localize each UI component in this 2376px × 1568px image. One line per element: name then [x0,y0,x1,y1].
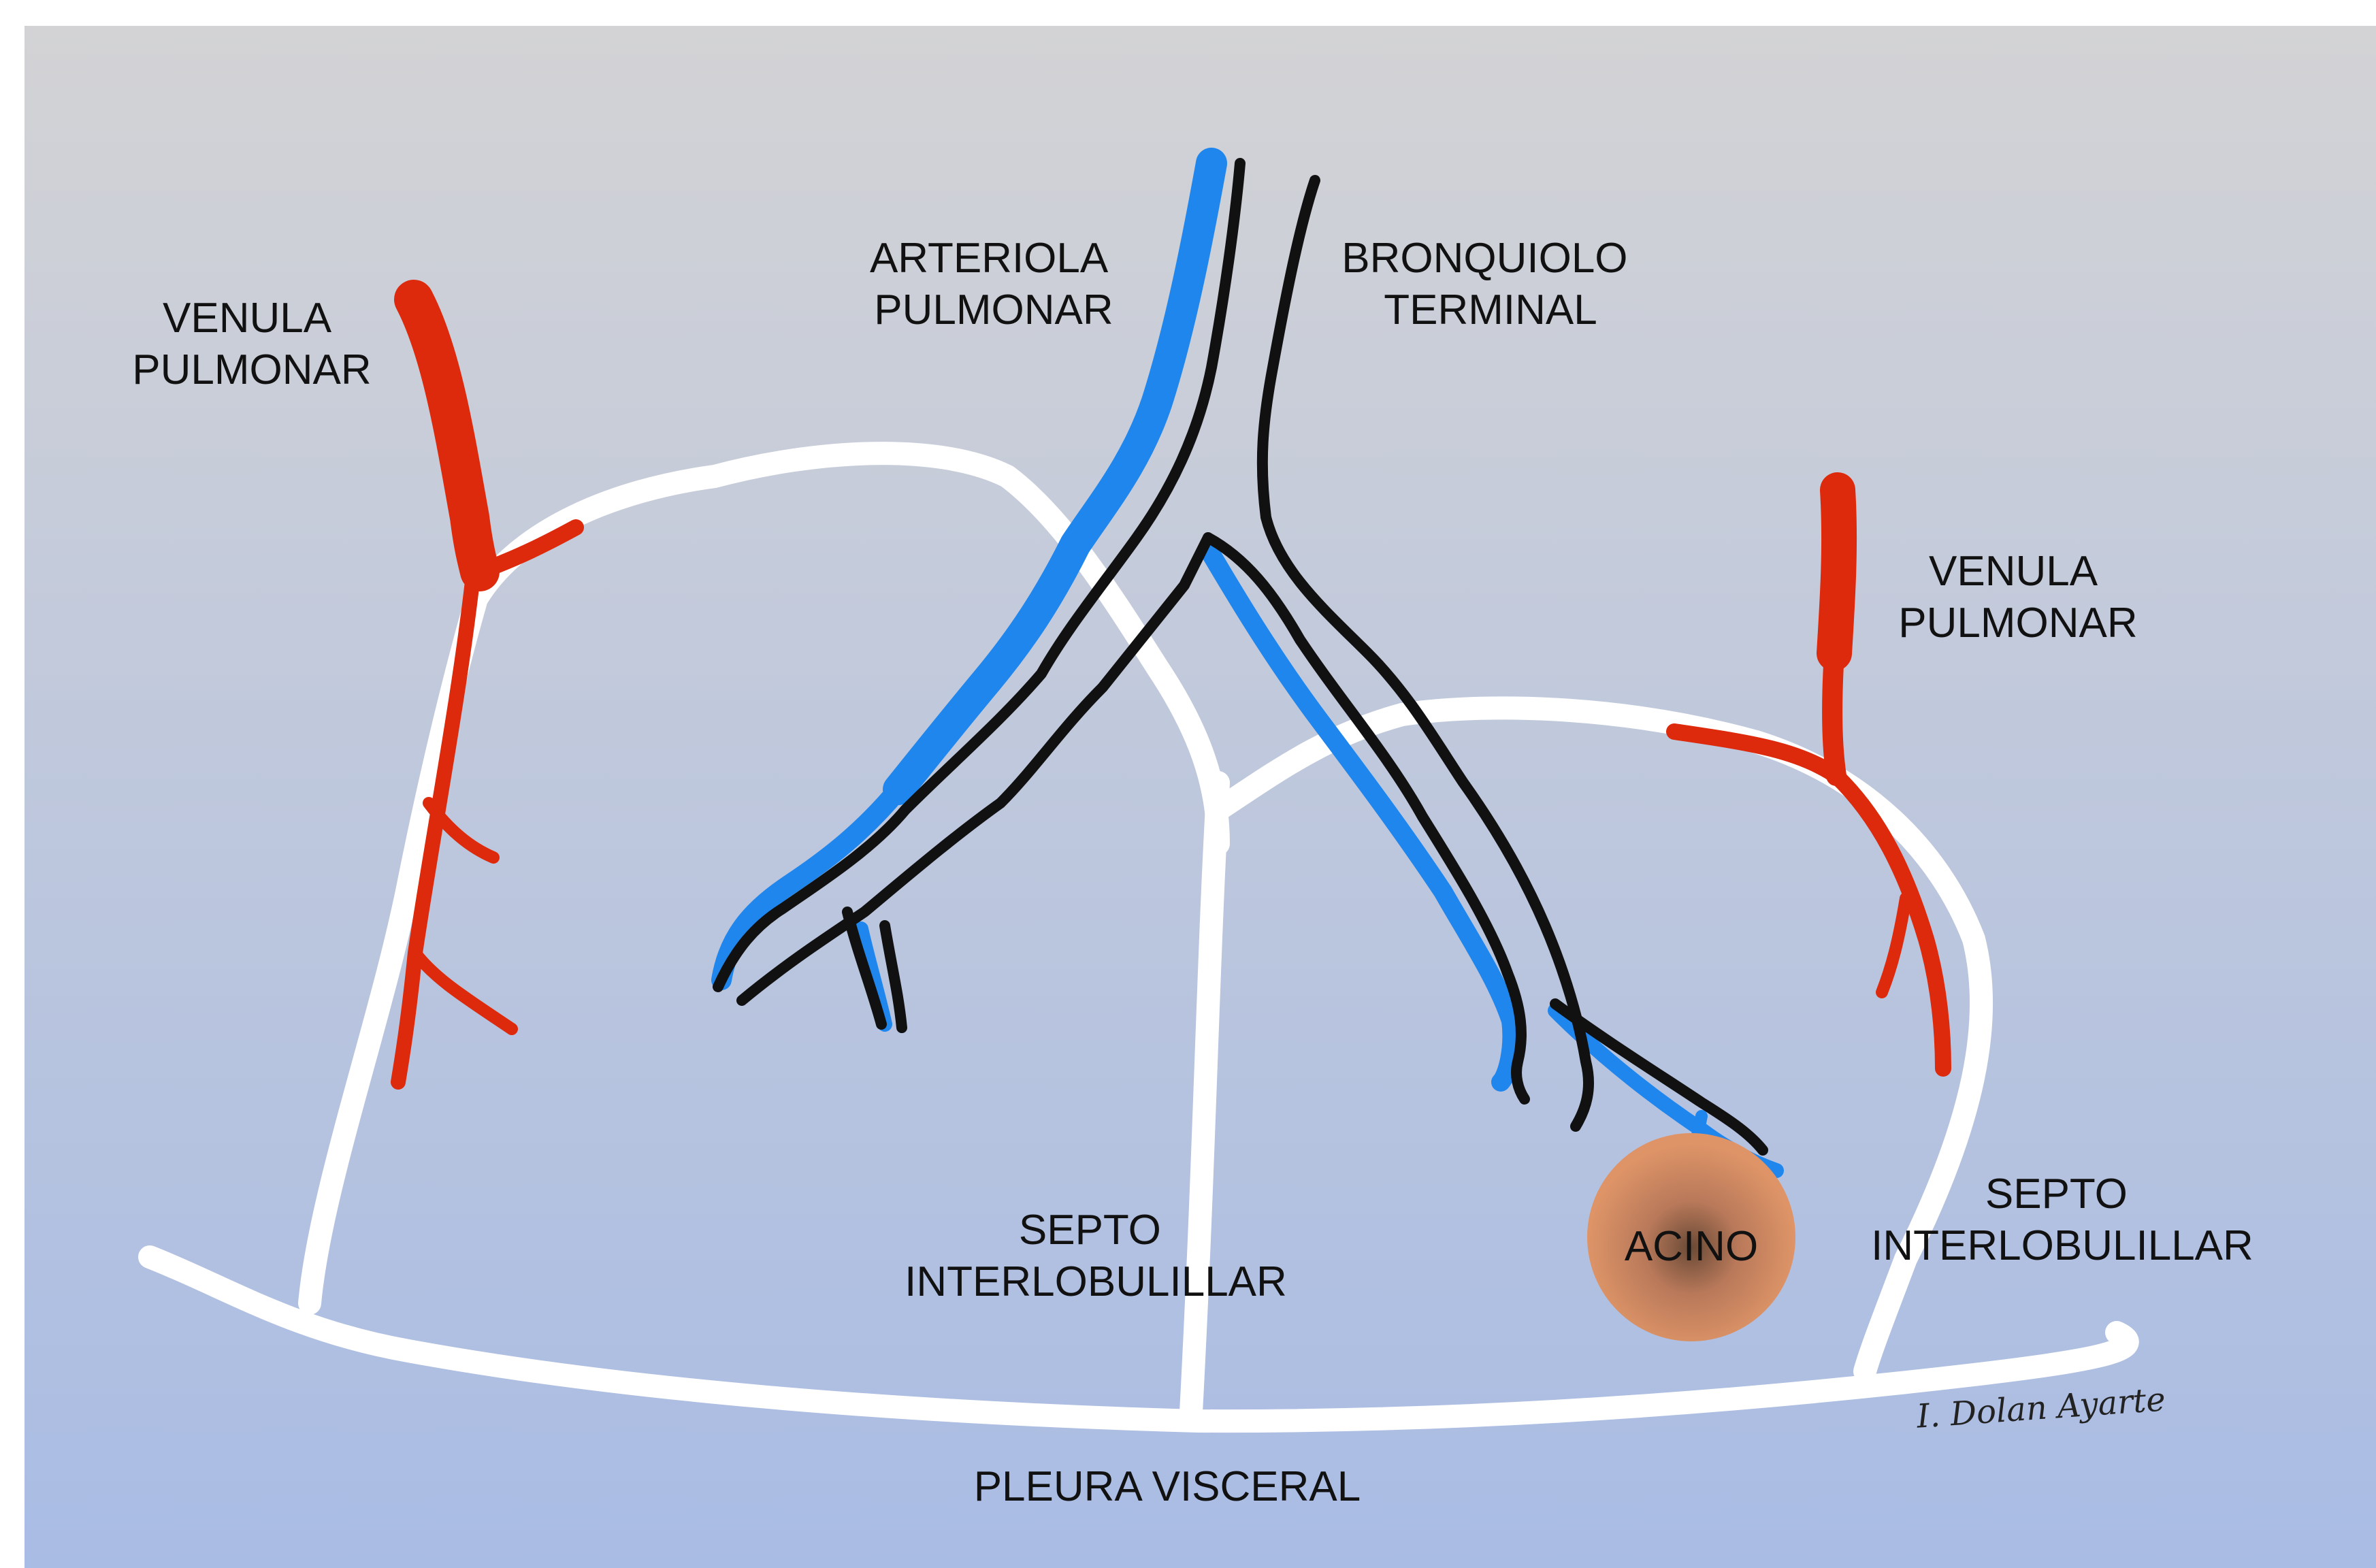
label-septo-right-line2: INTERLOBULILLAR [1871,1222,2253,1269]
label-septo-center-line2: INTERLOBULILLAR [905,1258,1287,1305]
label-pleura: PLEURA VISCERAL [974,1463,1361,1510]
label-acino: ACINO [1625,1223,1758,1270]
label-venula-right-line1: VENULA [1929,548,2098,595]
label-bronquiolo-line1: BRONQUIOLO [1341,235,1627,282]
venula-right-trunk-thick [1834,490,1839,653]
label-septo-center-line1: SEPTO [1019,1207,1161,1254]
label-venula-right-line2: PULMONAR [1898,600,2137,647]
label-septo-right-line1: SEPTO [1985,1171,2128,1218]
venula-right-trunk [1832,653,1836,776]
label-venula-left-line2: PULMONAR [132,346,371,393]
label-bronquiolo-line2: TERMINAL [1384,287,1597,333]
label-arteriola-line2: PULMONAR [874,287,1113,333]
label-venula-left-line1: VENULA [163,295,332,342]
label-arteriola-line1: ARTERIOLA [870,235,1109,282]
